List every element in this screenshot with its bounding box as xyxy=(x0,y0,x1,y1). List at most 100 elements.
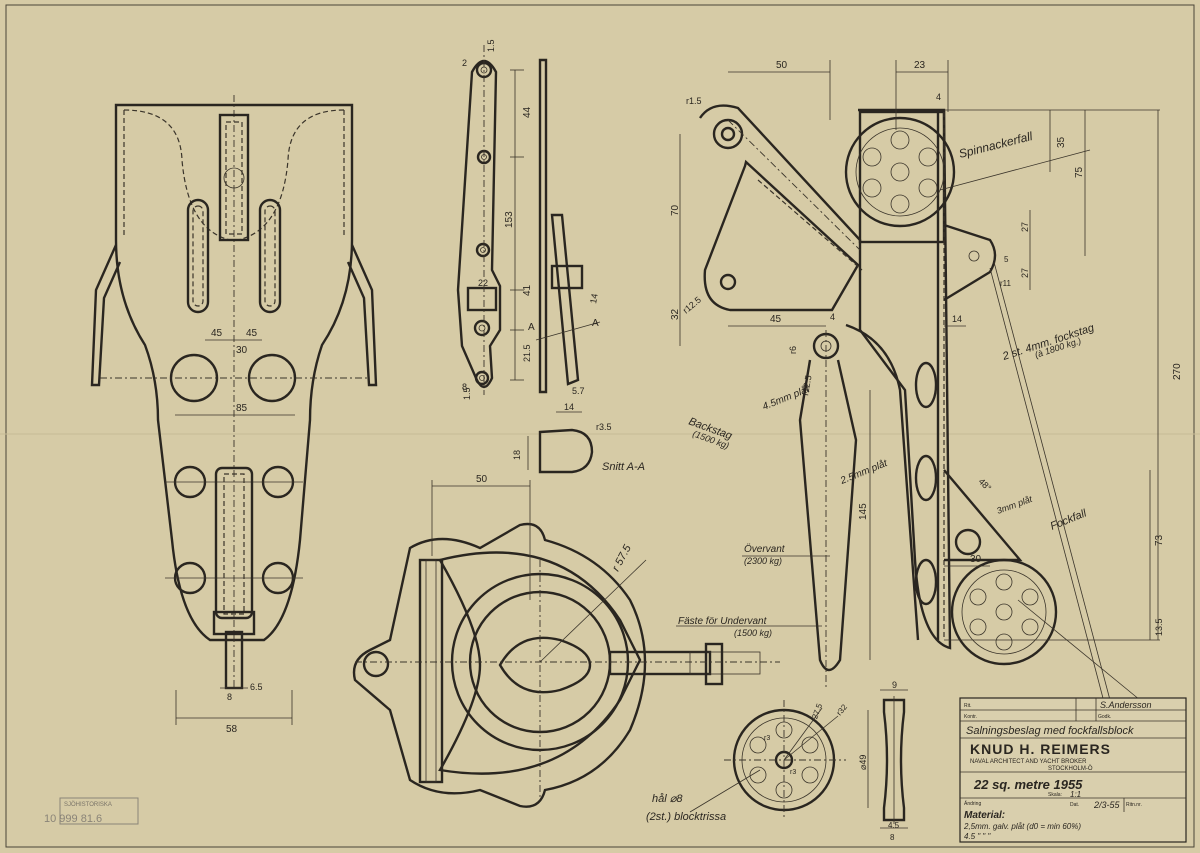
field-kontr: Kontr. xyxy=(964,714,977,720)
boat-class: 22 sq. metre 1955 xyxy=(973,777,1083,792)
sheet-border xyxy=(5,4,1195,848)
section-mark-a-left: A xyxy=(528,322,535,333)
field-godk: Godk. xyxy=(1098,714,1111,720)
dim-73: 73 xyxy=(1154,534,1165,546)
company-city: STOCKHOLM-Ö xyxy=(1048,765,1093,772)
dim-30: 30 xyxy=(236,345,248,356)
dim-45-side: 45 xyxy=(770,314,782,325)
dim-r12-5-a: r12.5 xyxy=(681,295,703,316)
drawn-by: S.Andersson xyxy=(1100,700,1152,710)
dim-5: 5 xyxy=(1004,255,1009,264)
side-view: 50 23 4 35 75 27 27 70 32 45 4 14 270 14… xyxy=(670,60,1183,703)
label-undervant: Fäste för Undervant xyxy=(678,616,768,627)
label-fockfall: Fockfall xyxy=(1049,507,1089,533)
dim-1-5-top: 1.5 xyxy=(486,39,496,52)
dim-23: 23 xyxy=(914,60,926,71)
field-datum: Dat. xyxy=(1070,802,1079,808)
label-fockstag: 2 st. 4mm. fockstag xyxy=(1000,322,1096,363)
dim-32: 32 xyxy=(670,308,681,320)
scale-value: 1:1 xyxy=(1070,790,1081,799)
label-blocktrissa: (2st.) blocktrissa xyxy=(646,811,726,823)
label-plat-2-5: 2.5mm plåt xyxy=(838,457,890,487)
company-sub: NAVAL ARCHITECT AND YACHT BROKER xyxy=(970,759,1087,765)
dim-30-side: 30 xyxy=(970,554,982,565)
section-label: Snitt A-A xyxy=(602,461,645,473)
dim-r12-5-b: r12.5 xyxy=(800,374,813,396)
dim-r3-b: r3 xyxy=(764,735,770,742)
dim-8-sheave: 8 xyxy=(890,833,895,842)
dim-4-top: 4 xyxy=(936,92,941,102)
sheave-view: r27.5 r32 r3 r3 hål ⌀8 (2st.) blocktriss… xyxy=(646,680,908,842)
dim-2: 2 xyxy=(462,58,467,68)
dim-21-5: 21.5 xyxy=(522,344,532,362)
dim-14-section: 14 xyxy=(564,402,574,412)
dim-r3: r3 xyxy=(790,769,796,776)
field-rit: Rit. xyxy=(964,703,972,709)
dim-22: 22 xyxy=(478,278,488,288)
label-undervant-load: (1500 kg) xyxy=(734,628,772,638)
front-view: 45 45 30 85 8 6.5 58 xyxy=(90,95,378,735)
dim-145: 145 xyxy=(858,503,869,520)
label-plat-3: 3mm plåt xyxy=(995,494,1034,516)
dim-4-5-sheave: 4.5 xyxy=(888,821,900,830)
dim-270: 270 xyxy=(1172,363,1183,380)
label-hal-8: hål ⌀8 xyxy=(652,793,683,805)
drawing-title: Salningsbeslag med fockfallsblock xyxy=(966,725,1134,737)
dim-8-strap: 8 xyxy=(462,382,467,392)
field-skala: Skala: xyxy=(1048,792,1062,798)
dim-r6: r6 xyxy=(788,346,798,354)
dim-r32: r32 xyxy=(835,702,850,717)
dim-18: 18 xyxy=(512,450,522,460)
section-mark-a-right: A xyxy=(592,318,599,329)
dim-27-upper: 27 xyxy=(1020,222,1030,232)
dim-58: 58 xyxy=(226,724,238,735)
label-overvant-load: (2300 kg) xyxy=(744,556,782,566)
label-overvant: Övervant xyxy=(744,543,786,555)
dim-9: 9 xyxy=(892,680,897,690)
company-name: KNUD H. REIMERS xyxy=(970,741,1111,757)
material-label: Material: xyxy=(964,810,1005,821)
dim-27-lower: 27 xyxy=(1020,268,1030,278)
dim-13-5: 13.5 xyxy=(1154,618,1164,636)
dim-70: 70 xyxy=(670,204,681,216)
dim-45-right: 45 xyxy=(246,328,258,339)
dim-6-5: 6.5 xyxy=(250,682,263,692)
dim-diam-49: ⌀49 xyxy=(858,755,868,770)
field-andring: Ändring xyxy=(964,800,981,807)
dim-r1-5-side: r1.5 xyxy=(686,96,702,106)
dim-1-5-bottom: 1.5 xyxy=(462,387,472,400)
block-view: 50 r 57.5 xyxy=(352,474,780,808)
drawing-date: 2/3-55 xyxy=(1093,800,1121,810)
section-aa: 14 18 r3.5 Snitt A-A xyxy=(512,402,645,474)
dim-14-strap: 14 xyxy=(588,293,600,305)
label-spinnackerfall: Spinnackerfall xyxy=(957,129,1034,161)
dim-50-side: 50 xyxy=(776,60,788,71)
dim-35: 35 xyxy=(1056,136,1067,148)
dim-85: 85 xyxy=(236,403,248,414)
dim-48-deg: 48° xyxy=(977,476,994,493)
dim-r3-5: r3.5 xyxy=(596,422,612,432)
dim-r27-5: r27.5 xyxy=(809,702,824,723)
stamp-number: 10 999 81.6 xyxy=(44,813,102,825)
material-line-1: 2,5mm. galv. plåt (d0 = min 60%) xyxy=(963,822,1081,831)
dim-5-7: 5.7 xyxy=(572,386,585,396)
dim-14-side: 14 xyxy=(952,314,962,324)
dim-8: 8 xyxy=(227,692,232,702)
dim-r57-5: r 57.5 xyxy=(610,542,634,573)
strap-view: 1.5 2 44 153 22 41 21.5 5.7 8 1.5 A A 14 xyxy=(456,39,601,400)
field-ritn: Ritn.nr. xyxy=(1126,802,1142,808)
dim-44: 44 xyxy=(522,106,533,118)
stamp-text: SJÖHISTORISKA xyxy=(64,801,112,808)
dim-4-mid: 4 xyxy=(830,312,835,322)
archive-stamp: SJÖHISTORISKA 10 999 81.6 xyxy=(44,797,139,825)
dim-41: 41 xyxy=(522,284,533,296)
title-block: Rit. Kontr. Godk. S.Andersson Salningsbe… xyxy=(959,697,1187,843)
material-line-2: 4.5 " " " xyxy=(964,832,991,841)
dim-75: 75 xyxy=(1074,166,1085,178)
dim-50-block: 50 xyxy=(476,474,488,485)
dim-45-left: 45 xyxy=(211,328,223,339)
dim-r11: r11 xyxy=(1000,279,1012,288)
dim-153: 153 xyxy=(504,211,515,228)
